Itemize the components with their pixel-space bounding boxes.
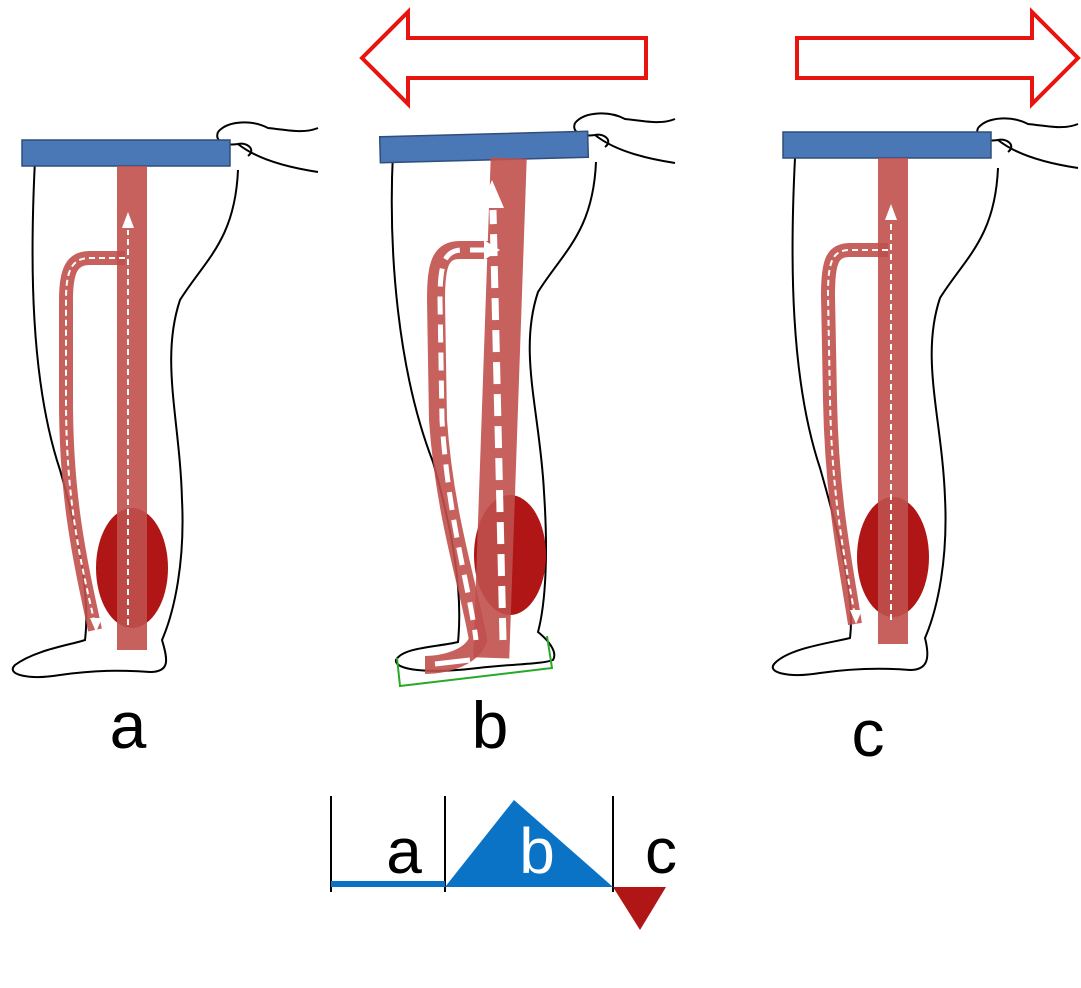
legend-label-b: b xyxy=(519,815,555,887)
legend-label-c: c xyxy=(645,815,677,887)
conduit-main-a xyxy=(117,166,147,650)
plate-a xyxy=(22,140,230,166)
panel-label-a: a xyxy=(110,688,147,762)
hand-a xyxy=(217,122,318,172)
panel-label-c: c xyxy=(852,696,885,770)
hand-c xyxy=(977,118,1078,168)
legend-label-a: a xyxy=(386,815,422,887)
arrow-left-icon xyxy=(362,12,646,104)
conduit-main-c xyxy=(878,158,908,644)
panel-b xyxy=(362,12,675,686)
plate-c xyxy=(783,132,991,158)
plate-b xyxy=(380,131,589,162)
timeline-legend: a b c xyxy=(331,796,677,930)
panel-label-b: b xyxy=(472,688,509,762)
legend-triangle-c xyxy=(613,887,666,930)
arrow-right-icon xyxy=(797,12,1078,104)
hand-b xyxy=(574,113,675,163)
panel-c xyxy=(773,12,1078,675)
panel-a xyxy=(13,122,318,677)
